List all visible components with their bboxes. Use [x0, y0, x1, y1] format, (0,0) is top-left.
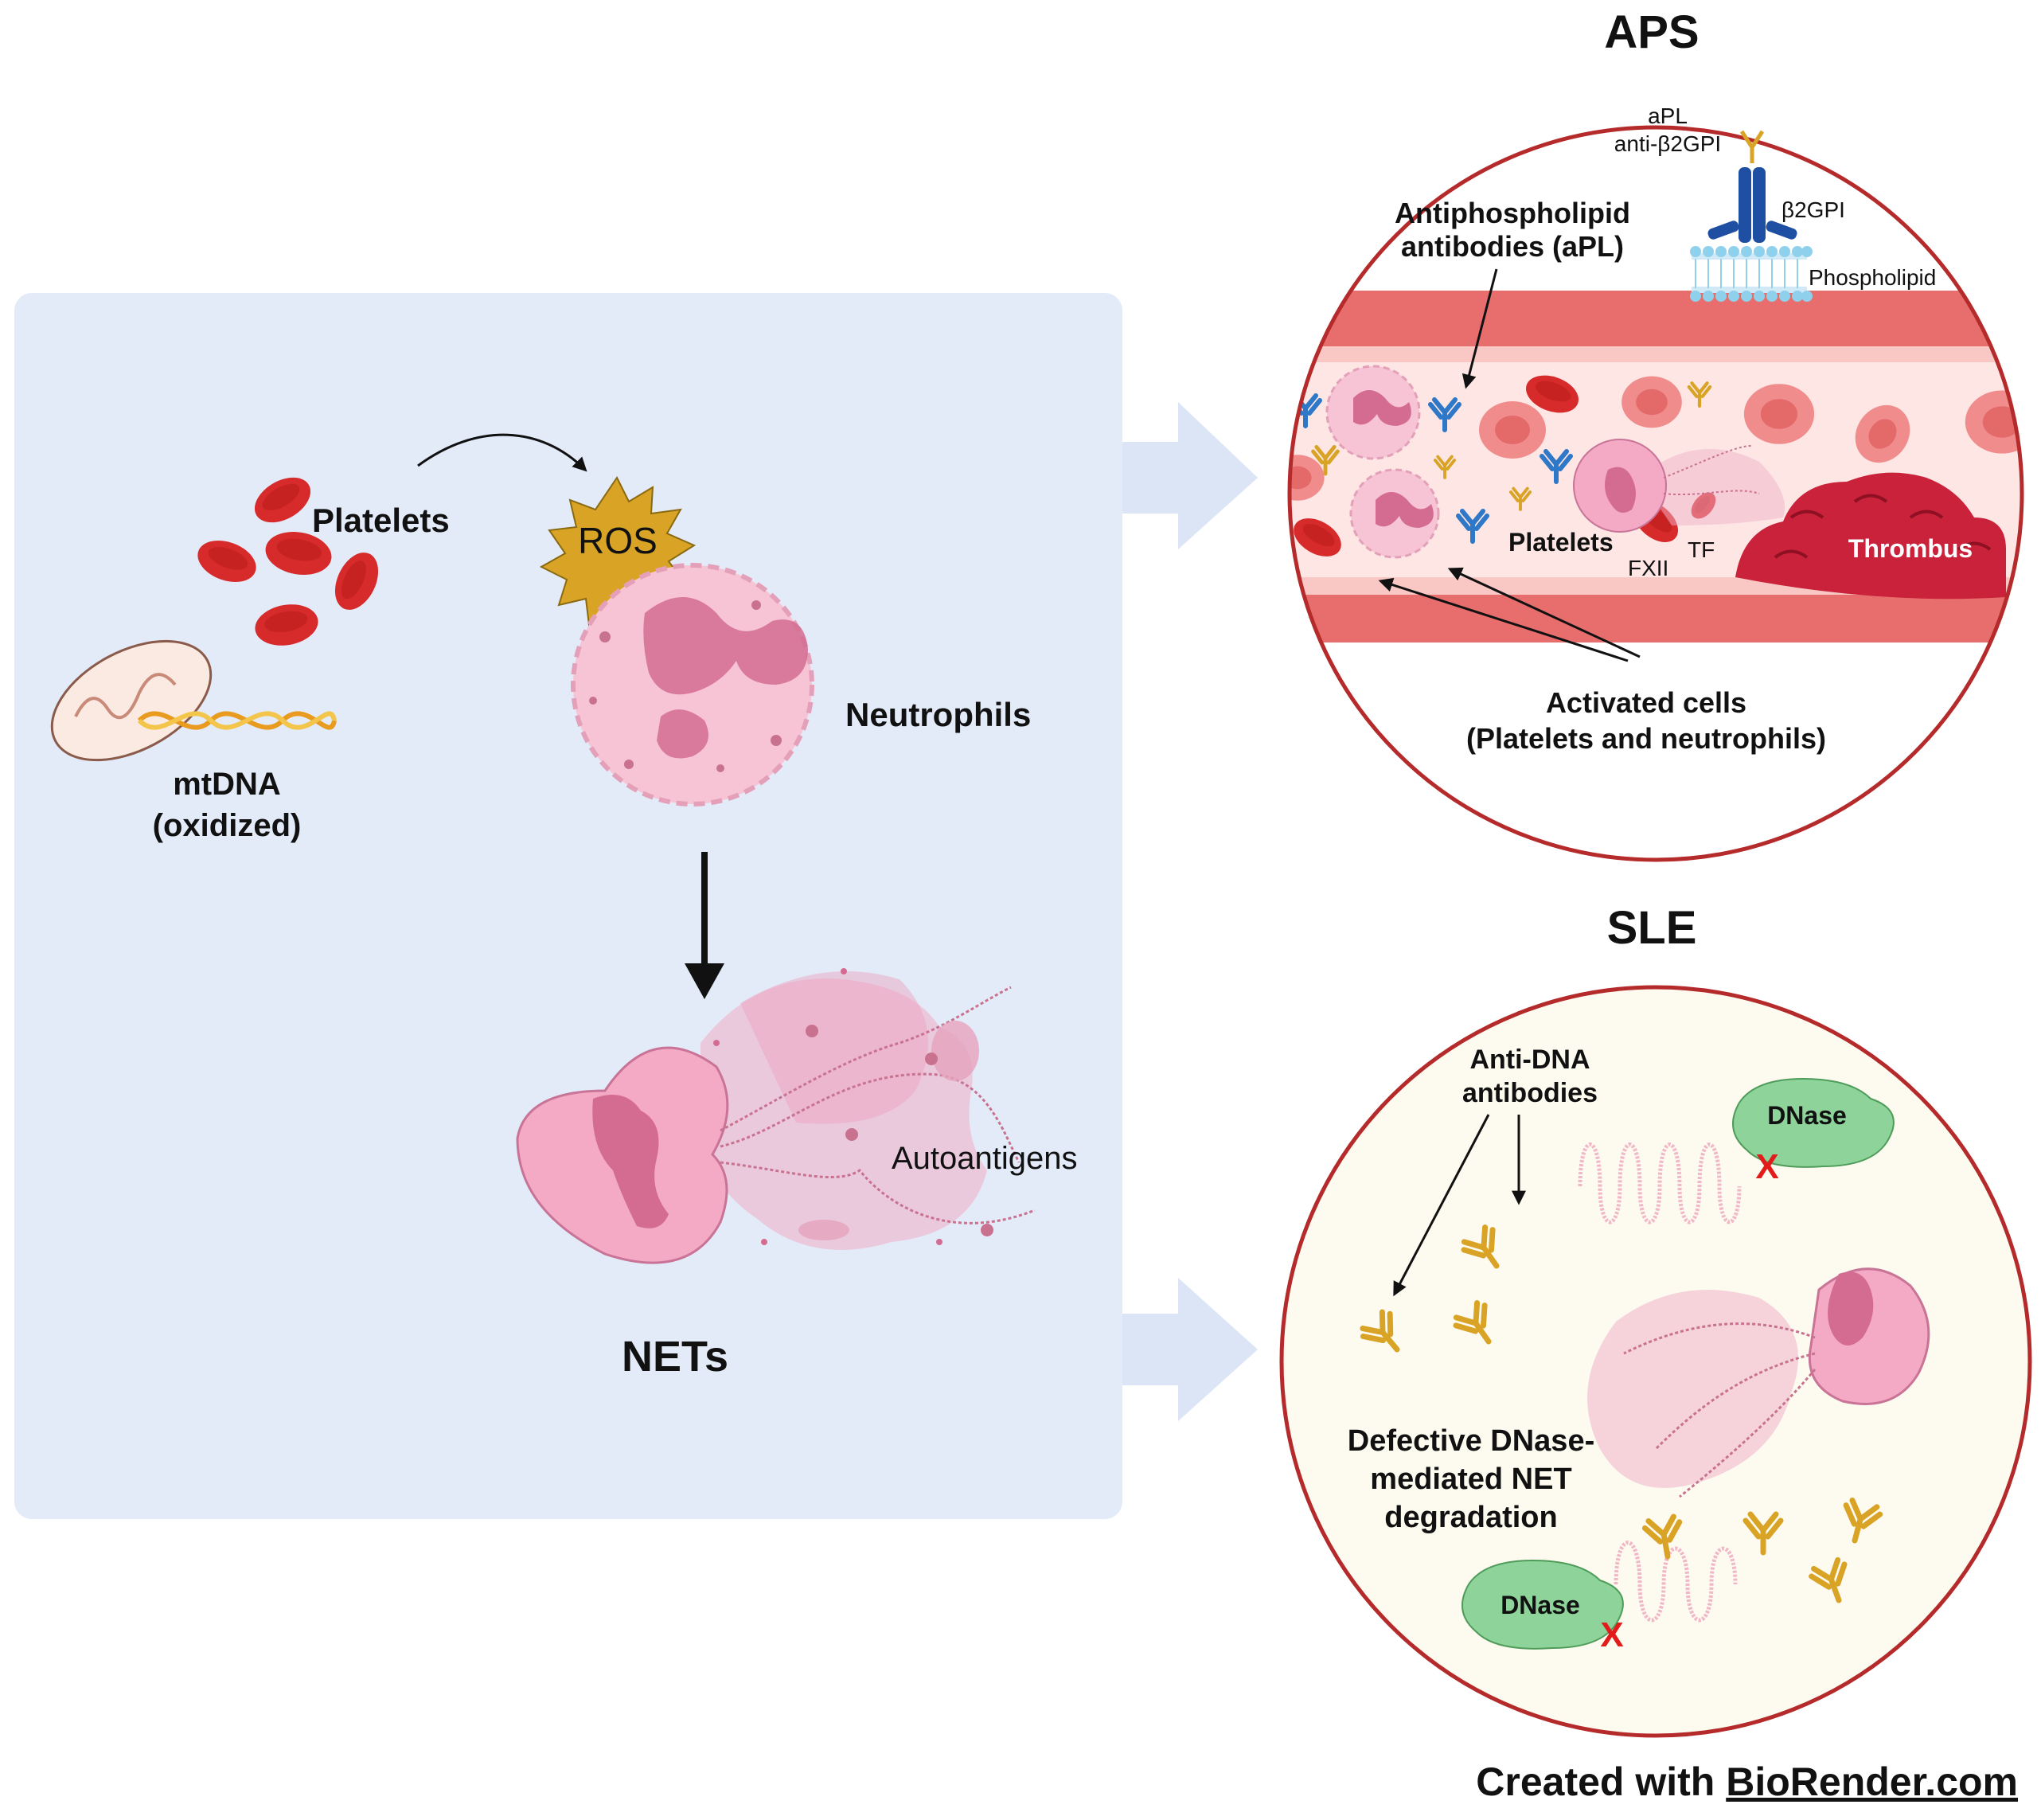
aps-blood-vessel [1290, 291, 2022, 642]
defective-line2: mediated NET [1370, 1463, 1571, 1496]
curved-arrow-platelets-to-ros [417, 433, 587, 472]
phospholipid-membrane-icon [1690, 246, 1813, 302]
dnase-top-icon [1732, 1077, 1895, 1168]
antiphospholipid-label-line2: antibodies (aPL) [1401, 230, 1624, 263]
autoantigens-label: Autoantigens [892, 1141, 1078, 1176]
anti-b2gpi-label: anti-β2GPI [1614, 131, 1721, 156]
left-panel-background [14, 293, 1122, 1519]
phospholipid-label: Phospholipid [1809, 265, 1936, 290]
arrow-to-sle [1122, 1278, 1258, 1421]
nets-label: NETs [622, 1333, 728, 1381]
aps-title: APS [1604, 6, 1699, 58]
activated-cells-line1: Activated cells [1546, 686, 1746, 719]
dnase-top-label: DNase [1767, 1101, 1847, 1130]
biorender-link[interactable]: BioRender.com [1726, 1759, 2018, 1804]
neutrophils-label: Neutrophils [845, 696, 1031, 733]
down-arrow-head [685, 963, 724, 999]
arrow-anti-dna-1 [1393, 1114, 1490, 1297]
defective-line1: Defective DNase- [1348, 1424, 1594, 1458]
sle-contents [1359, 1142, 1930, 1623]
neutrophil-icon [571, 563, 814, 807]
arrow-to-apl [1461, 268, 1498, 389]
fxii-label: FXII [1628, 556, 1668, 580]
tf-label: TF [1688, 537, 1715, 562]
aps-circle-border [1287, 125, 2024, 862]
dnase-top-x-mark: X [1755, 1147, 1778, 1186]
biorender-credit: Created with BioRender.com [1476, 1759, 2018, 1804]
dnase-bottom-x-mark: X [1600, 1615, 1623, 1654]
b2gpi-protein-icon [1707, 167, 1797, 243]
dnase-bottom-icon [1461, 1559, 1624, 1650]
mitochondrion-icon [50, 639, 213, 762]
ros-label: ROS [578, 520, 658, 561]
credit-prefix: Created with [1476, 1759, 1726, 1804]
net-cell-icon [516, 968, 1036, 1264]
dnase-bottom-label: DNase [1501, 1591, 1580, 1619]
anti-dna-label-line1: Anti-DNA [1469, 1045, 1590, 1075]
thrombus-label: Thrombus [1848, 534, 1973, 563]
antiphospholipid-label-line1: Antiphospholipid [1395, 197, 1630, 229]
mtdna-oxidized-label: (oxidized) [153, 808, 302, 843]
defective-line3: degradation [1384, 1501, 1557, 1534]
sle-title: SLE [1607, 902, 1697, 954]
arrow-activated-2 [1447, 567, 1641, 658]
platelets-label: Platelets [312, 502, 450, 539]
apl-antibody-icon [1739, 130, 1765, 163]
b2gpi-label: β2GPI [1781, 197, 1845, 222]
activated-cells-line2: (Platelets and neutrophils) [1466, 722, 1826, 755]
arrow-activated-1 [1378, 577, 1629, 662]
apl-small-label: aPL [1648, 103, 1688, 128]
aps-platelets-label: Platelets [1508, 528, 1614, 557]
mtdna-helix-icon [137, 711, 337, 730]
anti-dna-label-line2: antibodies [1462, 1078, 1598, 1108]
arrow-to-aps [1122, 402, 1258, 549]
mtdna-label: mtDNA [173, 767, 281, 802]
